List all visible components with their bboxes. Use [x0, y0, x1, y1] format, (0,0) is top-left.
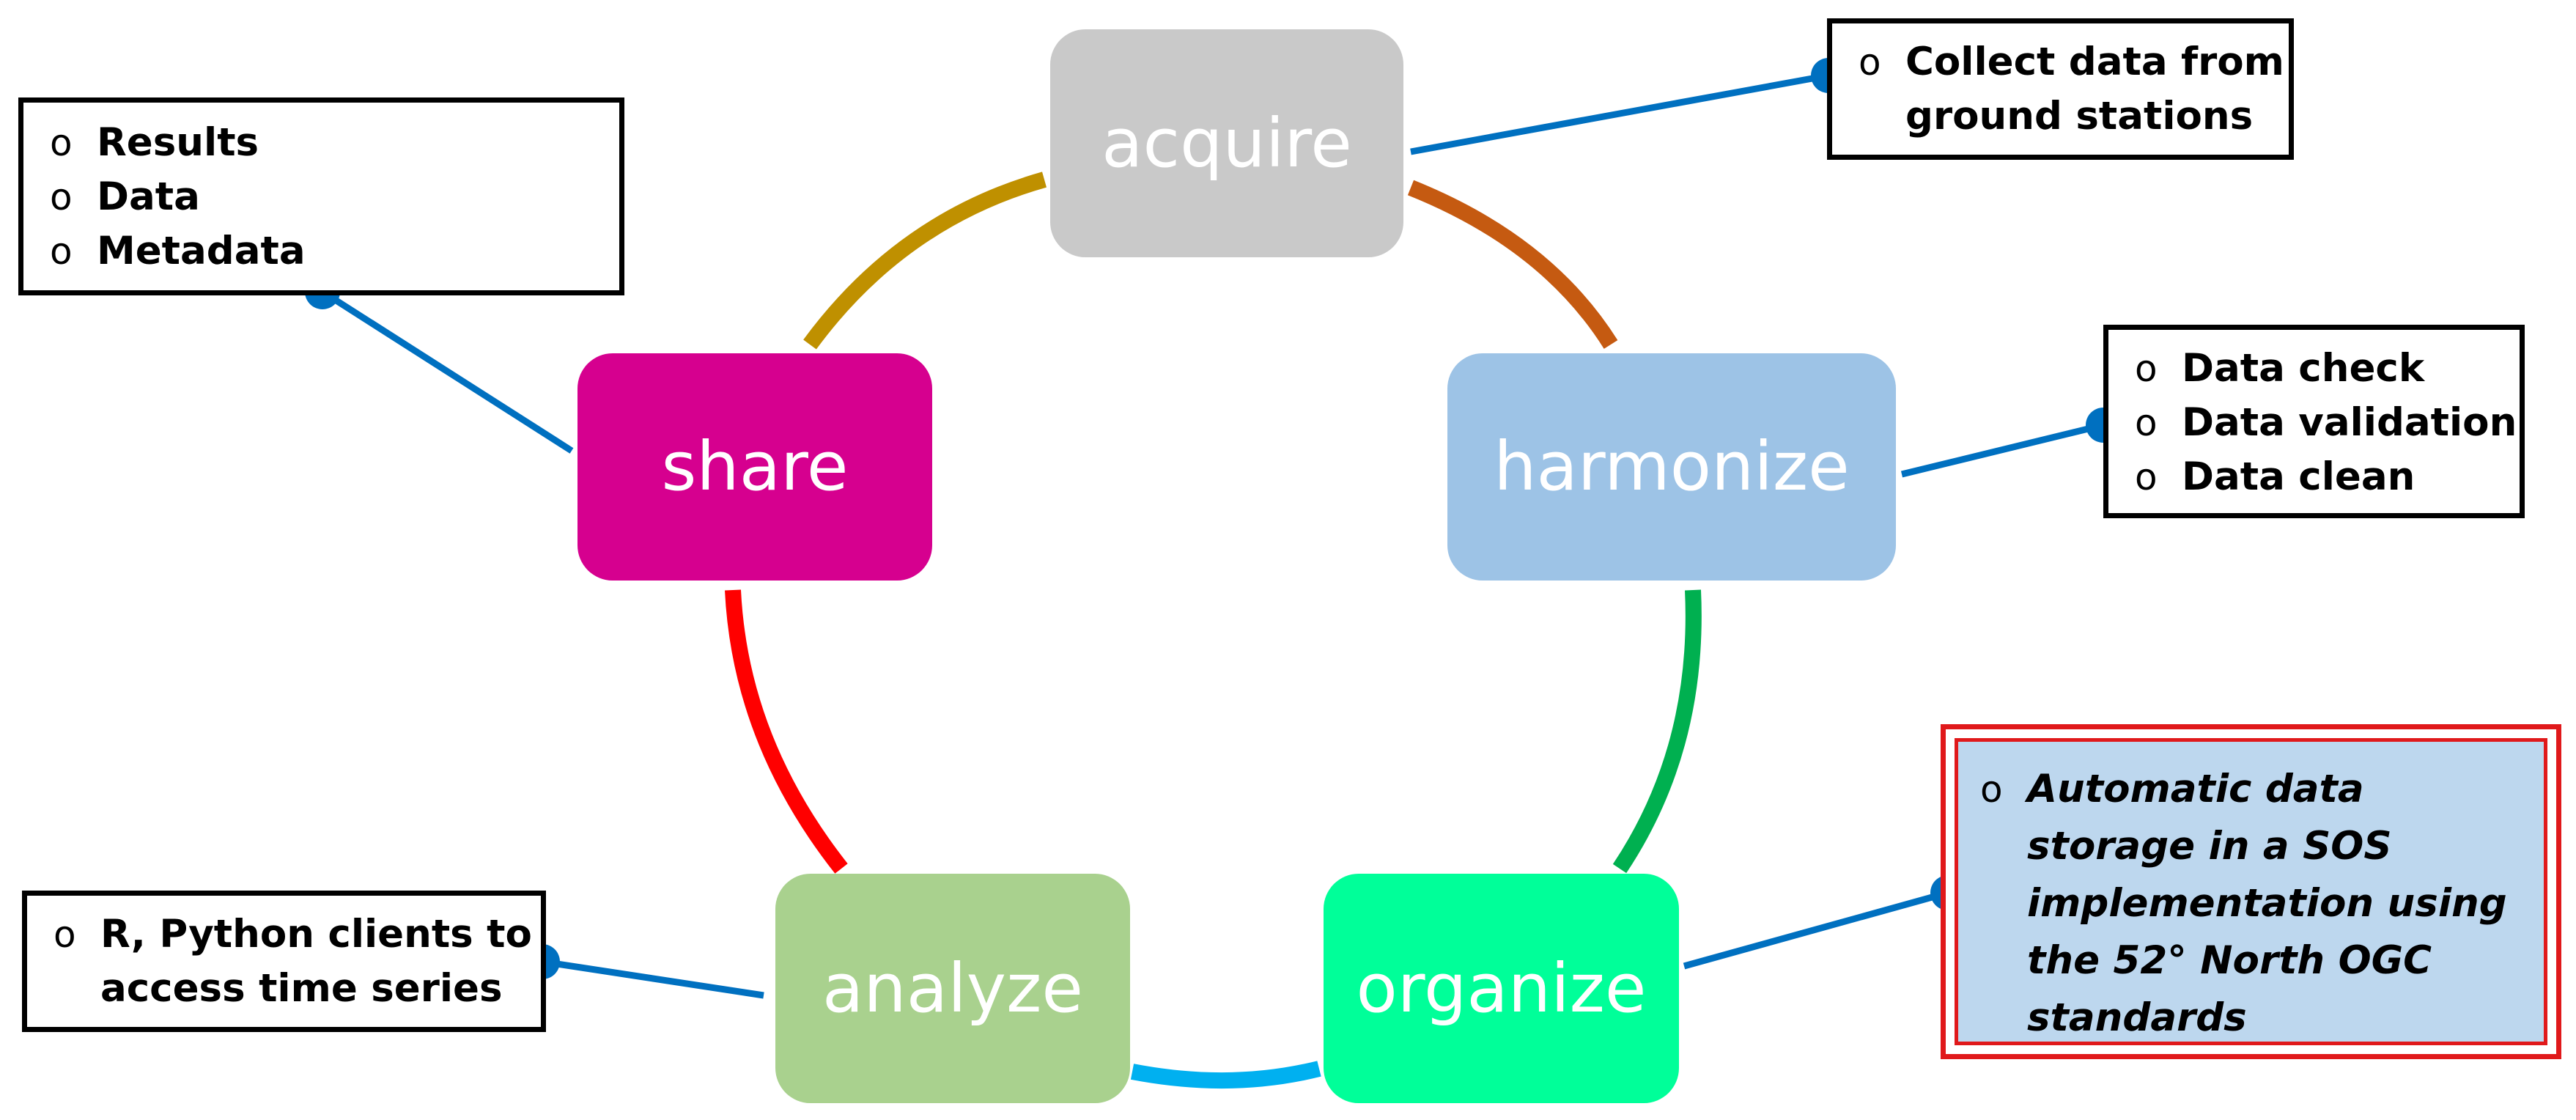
bullet-icon: o	[2135, 456, 2158, 498]
leader-line-analyze	[542, 958, 764, 999]
connector-harmonize-organize	[1612, 589, 1702, 874]
bullet-icon: o	[1859, 41, 1881, 84]
leader-line-acquire	[1410, 72, 1829, 155]
leader-line-harmonize	[1900, 421, 2105, 478]
stage-label-share: share	[661, 427, 849, 506]
bullet-icon: o	[53, 913, 76, 956]
bullet-icon: o	[50, 176, 73, 218]
stage-analyze: analyze	[775, 874, 1130, 1103]
bullet-icon: o	[2135, 347, 2158, 390]
connector-acquire-harmonize	[1407, 180, 1618, 349]
bullet-icon: o	[1980, 768, 2003, 811]
stage-harmonize: harmonize	[1447, 353, 1896, 581]
bullet-icon: o	[50, 230, 73, 273]
leader-line-share	[320, 289, 574, 454]
stage-label-organize: organize	[1356, 948, 1647, 1028]
leader-line-organize	[1683, 889, 1949, 970]
connector-analyze-share	[725, 589, 848, 874]
stage-share: share	[577, 353, 932, 581]
stage-organize: organize	[1324, 874, 1679, 1103]
stage-label-harmonize: harmonize	[1494, 427, 1850, 506]
bullet-icon: o	[2135, 402, 2158, 444]
connector-share-acquire	[803, 172, 1047, 350]
stage-acquire: acquire	[1050, 29, 1403, 257]
connector-organize-analyze	[1130, 1061, 1321, 1089]
stage-label-analyze: analyze	[822, 948, 1083, 1028]
stage-label-acquire: acquire	[1101, 103, 1352, 183]
bullet-icon: o	[50, 122, 73, 164]
